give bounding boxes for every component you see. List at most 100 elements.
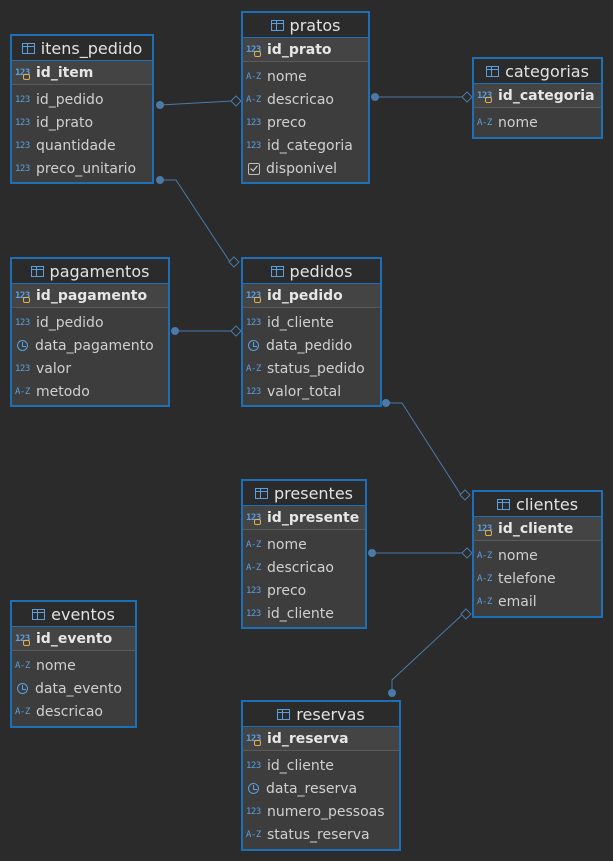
text-type-icon: A-Z (246, 71, 261, 82)
primary-key-row[interactable]: 123 id_pagamento (12, 284, 168, 308)
primary-key-icon: 123 (246, 45, 264, 57)
entity-title: pratos (289, 15, 341, 35)
column-row[interactable]: data_pagamento (12, 334, 168, 357)
entity-header[interactable]: pedidos (243, 259, 380, 284)
entity-header[interactable]: categorias (474, 59, 601, 84)
entity-header[interactable]: eventos (12, 602, 135, 627)
column-name: email (498, 593, 537, 610)
clock-icon (248, 783, 259, 794)
primary-key-row[interactable]: 123 id_prato (243, 38, 368, 62)
column-name: id_prato (36, 114, 94, 131)
connector-dot (171, 327, 179, 335)
column-name: valor_total (267, 383, 342, 400)
text-type-icon: A-Z (246, 363, 261, 374)
text-type-icon: A-Z (246, 94, 261, 105)
entity-header[interactable]: reservas (243, 702, 399, 727)
column-row[interactable]: data_evento (12, 677, 135, 700)
primary-key-row[interactable]: 123 id_pedido (243, 284, 380, 308)
primary-key-row[interactable]: 123 id_cliente (474, 517, 601, 541)
primary-key-row[interactable]: 123 id_reserva (243, 727, 399, 751)
text-type-icon: A-Z (477, 550, 492, 561)
column-name: id_pagamento (36, 287, 148, 304)
entity-header[interactable]: presentes (243, 481, 365, 506)
primary-key-icon: 123 (15, 291, 33, 303)
entity-header[interactable]: itens_pedido (12, 36, 152, 61)
column-row[interactable]: 123 id_prato (12, 111, 152, 134)
primary-key-icon: 123 (15, 68, 33, 80)
numeric-type-icon: 123 (15, 94, 30, 105)
column-name: nome (498, 114, 538, 131)
numeric-type-icon: 123 (15, 117, 30, 128)
entity-title: clientes (515, 494, 579, 514)
column-name: nome (267, 68, 307, 85)
column-name: telefone (498, 570, 556, 587)
table-icon (30, 265, 44, 277)
column-name: id_pedido (36, 91, 104, 108)
table-icon (277, 708, 291, 720)
entity-header[interactable]: pagamentos (12, 259, 168, 284)
numeric-type-icon: 123 (15, 317, 30, 328)
entity-header[interactable]: pratos (243, 13, 368, 38)
numeric-type-icon: 123 (246, 585, 261, 596)
column-row[interactable]: A-Z status_pedido (243, 357, 380, 380)
column-row[interactable]: data_pedido (243, 334, 380, 357)
primary-key-row[interactable]: 123 id_item (12, 61, 152, 85)
primary-key-row[interactable]: 123 id_evento (12, 627, 135, 651)
clock-icon (17, 683, 28, 694)
link-itens-pedido-pedidos (160, 179, 231, 263)
text-type-icon: A-Z (246, 539, 261, 550)
primary-key-row[interactable]: 123 id_presente (243, 506, 365, 530)
column-row[interactable]: A-Z nome (243, 65, 368, 88)
column-row[interactable]: 123 id_pedido (12, 88, 152, 111)
column-name: id_categoria (267, 137, 353, 154)
numeric-type-icon: 123 (246, 117, 261, 128)
primary-key-row[interactable]: 123 id_categoria (474, 84, 601, 108)
connector-diamond (230, 325, 242, 337)
column-name: disponivel (266, 160, 338, 177)
column-row[interactable]: disponivel (243, 157, 368, 180)
primary-key-icon: 123 (477, 91, 495, 103)
connector-diamond (230, 95, 242, 107)
numeric-type-icon: 123 (15, 163, 30, 174)
column-name: status_pedido (267, 360, 365, 377)
column-name: id_presente (267, 509, 360, 526)
column-row[interactable]: data_reserva (243, 777, 399, 800)
primary-key-icon: 123 (15, 634, 33, 646)
column-name: nome (36, 657, 76, 674)
entity-header[interactable]: clientes (474, 492, 601, 517)
link-itens-pedido-pratos (159, 100, 233, 106)
column-name: descricao (36, 703, 103, 720)
